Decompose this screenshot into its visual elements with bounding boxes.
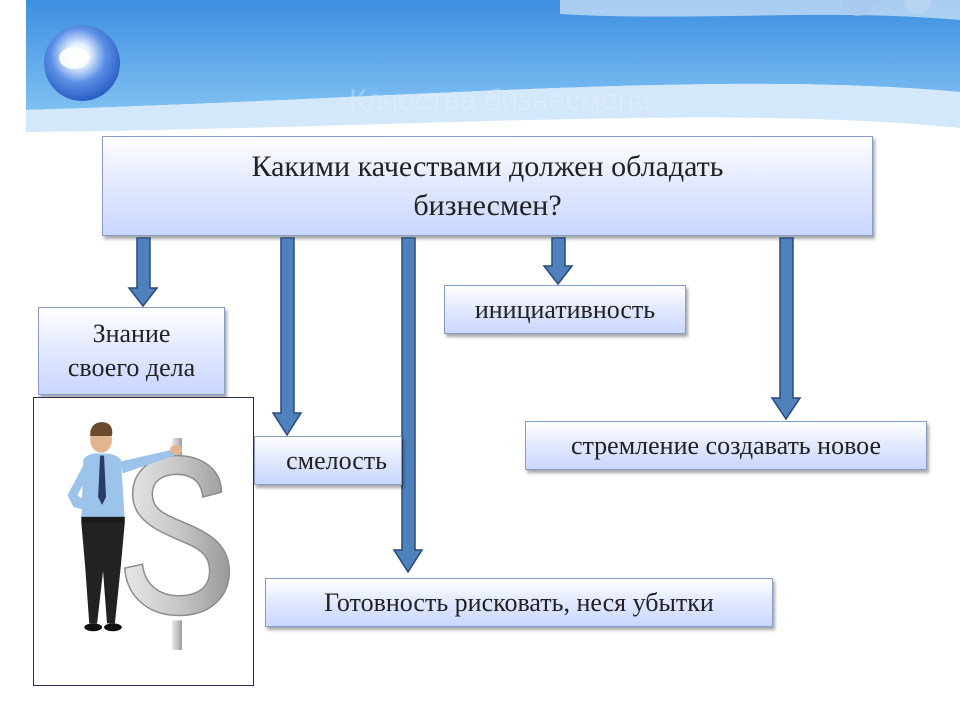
question-line-1: Какими качествами должен обладать (251, 150, 724, 183)
dollar-sign-icon (123, 437, 231, 650)
businessman-picture (33, 397, 254, 686)
businessman-icon (67, 422, 182, 632)
quality-risk: Готовность рисковать, неся убытки (265, 578, 773, 627)
risk-label: Готовность рисковать, неся убытки (324, 587, 714, 617)
question-box: Какими качествами должен обладать бизнес… (102, 136, 873, 236)
arrow-to-risk (392, 237, 424, 574)
arrow-to-innovation (770, 237, 802, 421)
quality-initiative: инициативность (444, 285, 686, 334)
innovation-label: стремление создавать новое (570, 430, 882, 460)
slide-title: Качества бизнесмена (349, 84, 651, 117)
knowledge-line-2: своего дела (67, 353, 196, 382)
initiative-label: инициативность (474, 294, 656, 324)
quality-knowledge: Знание своего дела (38, 307, 225, 395)
quality-innovation: стремление создавать новое (525, 421, 927, 470)
knowledge-line-1: Знание (92, 319, 171, 349)
arrow-to-initiative (542, 237, 574, 286)
header-banner (0, 0, 960, 132)
courage-label: смелость (286, 445, 387, 475)
quality-courage: смелость (254, 436, 402, 485)
question-line-2: бизнесмен? (413, 189, 562, 222)
arrow-to-knowledge (127, 237, 159, 308)
arrow-to-courage (271, 237, 303, 437)
